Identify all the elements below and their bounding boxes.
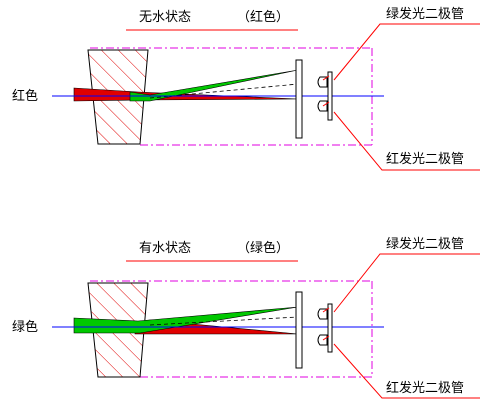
green-led-icon	[317, 308, 328, 320]
led-board	[327, 303, 333, 353]
led-assembly	[317, 303, 333, 353]
top-led-label: 绿发光二极管	[386, 6, 464, 22]
reference-ray	[149, 316, 299, 326]
panel-no-water: 无水状态 （红色） 红色 绿发光二极管	[12, 6, 480, 171]
color-label: （红色）	[237, 9, 289, 25]
top-led-label: 绿发光二极管	[386, 236, 464, 252]
led-assembly	[317, 71, 333, 121]
bottom-led-label: 红发光二极管	[386, 380, 464, 396]
state-label: 无水状态	[139, 10, 191, 25]
leader-line-bottom	[333, 111, 480, 171]
state-label: 有水状态	[139, 241, 191, 256]
bottom-led-label: 红发光二极管	[386, 151, 464, 167]
side-label: 绿色	[12, 319, 38, 335]
green-beam	[129, 69, 299, 102]
screen	[295, 291, 303, 369]
green-led-icon	[317, 76, 328, 88]
side-label: 红色	[12, 88, 38, 104]
panel-with-water: 有水状态 （绿色） 绿色 绿发光二极管	[12, 236, 480, 399]
screen	[295, 59, 303, 139]
color-label: （绿色）	[237, 240, 289, 256]
red-led-icon	[317, 100, 328, 112]
red-led-icon	[317, 334, 328, 346]
leader-line-top	[333, 253, 480, 313]
led-board	[327, 71, 333, 121]
leader-line-bottom	[333, 343, 480, 399]
leader-line-top	[333, 23, 480, 81]
detector-frame	[90, 280, 373, 378]
